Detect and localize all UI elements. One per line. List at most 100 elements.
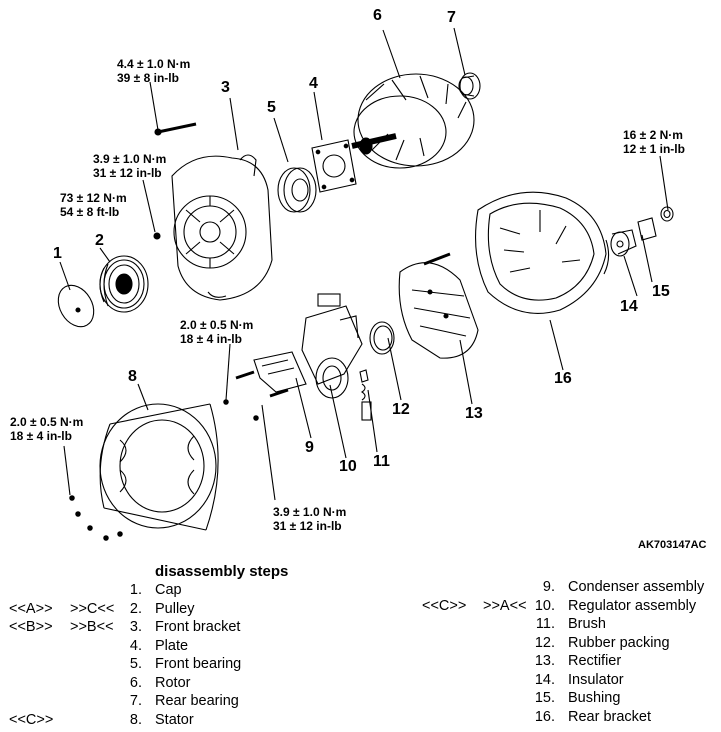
step-label: Cap	[155, 582, 182, 598]
torque-imperial: 18 ± 4 in-lb	[10, 429, 72, 443]
brush-part	[359, 369, 372, 421]
torque-metric: 4.4 ± 1.0 N·m	[117, 57, 191, 71]
step-label: Pulley	[155, 600, 195, 617]
step-label: Rubber packing	[568, 634, 670, 651]
step-label: Bushing	[568, 690, 621, 706]
step-number: 7.	[129, 693, 142, 709]
step-number: 14.	[534, 671, 555, 688]
step-label: Front bearing	[155, 656, 242, 672]
step-item: 1.Cap	[0, 581, 721, 600]
torque-spec-3: 73 ± 12 N·m 54 ± 8 ft-lb	[60, 191, 127, 219]
step-item: 6. Rotor	[0, 674, 721, 693]
torque-metric: 3.9 ± 1.0 N·m	[273, 505, 347, 519]
step-number: 8.	[129, 711, 142, 728]
callout-10: 10	[339, 458, 357, 475]
regulator-part	[301, 293, 363, 399]
callout-15: 15	[652, 283, 670, 300]
step-number: 6.	[129, 674, 142, 691]
torque-imperial: 12 ± 1 in-lb	[623, 142, 685, 156]
step-number: 12.	[534, 634, 555, 651]
step-number: 11.	[535, 616, 555, 632]
step-item: <<C>> 8. Stator	[0, 711, 721, 730]
step-number: 15.	[534, 690, 555, 706]
bushing-part	[637, 206, 674, 241]
step-label: Brush	[568, 616, 606, 632]
step-item: 4. Plate	[0, 637, 721, 656]
step-item: 11. Brush	[0, 615, 721, 634]
step-label: Rear bearing	[155, 693, 239, 709]
condenser-part	[223, 351, 307, 421]
step-label: Insulator	[568, 671, 624, 688]
torque-imperial: 31 ± 12 in-lb	[93, 166, 162, 180]
step-label: Condenser assembly	[568, 579, 705, 595]
step-marker-removal: <<C>>	[9, 711, 54, 728]
rear-bearing-part	[458, 72, 481, 100]
insulator-part	[610, 229, 637, 257]
step-number: 9.	[542, 579, 555, 595]
step-item: <<A>> >>C<< 2. Pulley	[0, 600, 721, 619]
front-bearing-part	[277, 167, 317, 213]
plate-part	[311, 139, 357, 193]
step-label: Regulator assembly	[568, 597, 697, 614]
step-number: 2.	[129, 600, 142, 617]
callout-16: 16	[554, 370, 572, 387]
step-number: 4.	[129, 637, 142, 654]
torque-imperial: 54 ± 8 ft-lb	[60, 205, 120, 219]
step-item: 12. Rubber packing	[0, 634, 721, 653]
step-marker-removal: <<B>>	[9, 619, 53, 635]
exploded-view-diagram	[57, 27, 674, 541]
torque-spec-2: 3.9 ± 1.0 N·m 31 ± 12 in-lb	[93, 152, 166, 180]
step-number: 16.	[534, 708, 555, 725]
callout-8: 8	[128, 368, 137, 385]
rear-bracket-part	[474, 191, 610, 314]
step-item: 16. Rear bracket	[0, 708, 721, 727]
step-label: Stator	[155, 711, 194, 728]
callout-5: 5	[267, 99, 276, 116]
torque-metric: 73 ± 12 N·m	[60, 191, 127, 205]
step-item: 5. Front bearing	[0, 655, 721, 674]
stator-part	[69, 403, 219, 541]
steps-title: disassembly steps	[155, 563, 289, 580]
callout-11: 11	[373, 453, 390, 470]
step-item: 13. Rectifier	[0, 652, 721, 671]
front-bracket-part	[153, 122, 273, 301]
callout-7: 7	[447, 9, 456, 26]
callout-1: 1	[53, 245, 62, 262]
torque-metric: 2.0 ± 0.5 N·m	[180, 318, 254, 332]
pulley-part	[99, 255, 149, 313]
step-marker-install: >>B<<	[70, 619, 114, 635]
step-item: 14. Insulator	[0, 671, 721, 690]
torque-imperial: 18 ± 4 in-lb	[180, 332, 242, 346]
step-marker-removal: <<A>>	[9, 600, 53, 617]
callout-14: 14	[620, 298, 638, 315]
torque-spec-1: 4.4 ± 1.0 N·m 39 ± 8 in-lb	[117, 57, 190, 85]
torque-spec-7: 16 ± 2 N·m 12 ± 1 in-lb	[623, 128, 685, 156]
step-label: Rear bracket	[568, 708, 652, 725]
torque-spec-5: 2.0 ± 0.5 N·m 18 ± 4 in-lb	[10, 415, 83, 443]
step-number: 13.	[534, 653, 555, 669]
callout-9: 9	[305, 439, 314, 456]
step-item: 15. Bushing	[0, 689, 721, 708]
torque-imperial: 39 ± 8 in-lb	[117, 71, 179, 85]
callout-2: 2	[95, 232, 104, 249]
torque-metric: 3.9 ± 1.0 N·m	[93, 152, 167, 166]
figure-id: AK703147AC	[638, 539, 707, 551]
step-number: 3.	[129, 619, 142, 635]
callout-12: 12	[392, 401, 410, 418]
step-label: Plate	[155, 637, 189, 654]
rubber-packing-part	[369, 321, 395, 355]
step-label: Rotor	[155, 674, 191, 691]
rectifier-part	[398, 252, 479, 359]
cap-part	[57, 284, 95, 328]
step-label: Rectifier	[568, 653, 622, 669]
step-marker-install: >>A<<	[483, 597, 527, 614]
step-item: <<B>>>>B<<3.Front bracket	[0, 618, 721, 637]
callout-13: 13	[465, 405, 483, 422]
callout-6: 6	[373, 7, 382, 24]
step-item: 7. Rear bearing	[0, 692, 721, 711]
step-marker-install: >>C<<	[70, 600, 115, 617]
step-number: 5.	[129, 656, 142, 672]
torque-metric: 16 ± 2 N·m	[623, 128, 683, 142]
step-item: <<C>>>>A<<10.Regulator assembly	[0, 597, 721, 616]
torque-metric: 2.0 ± 0.5 N·m	[10, 415, 84, 429]
